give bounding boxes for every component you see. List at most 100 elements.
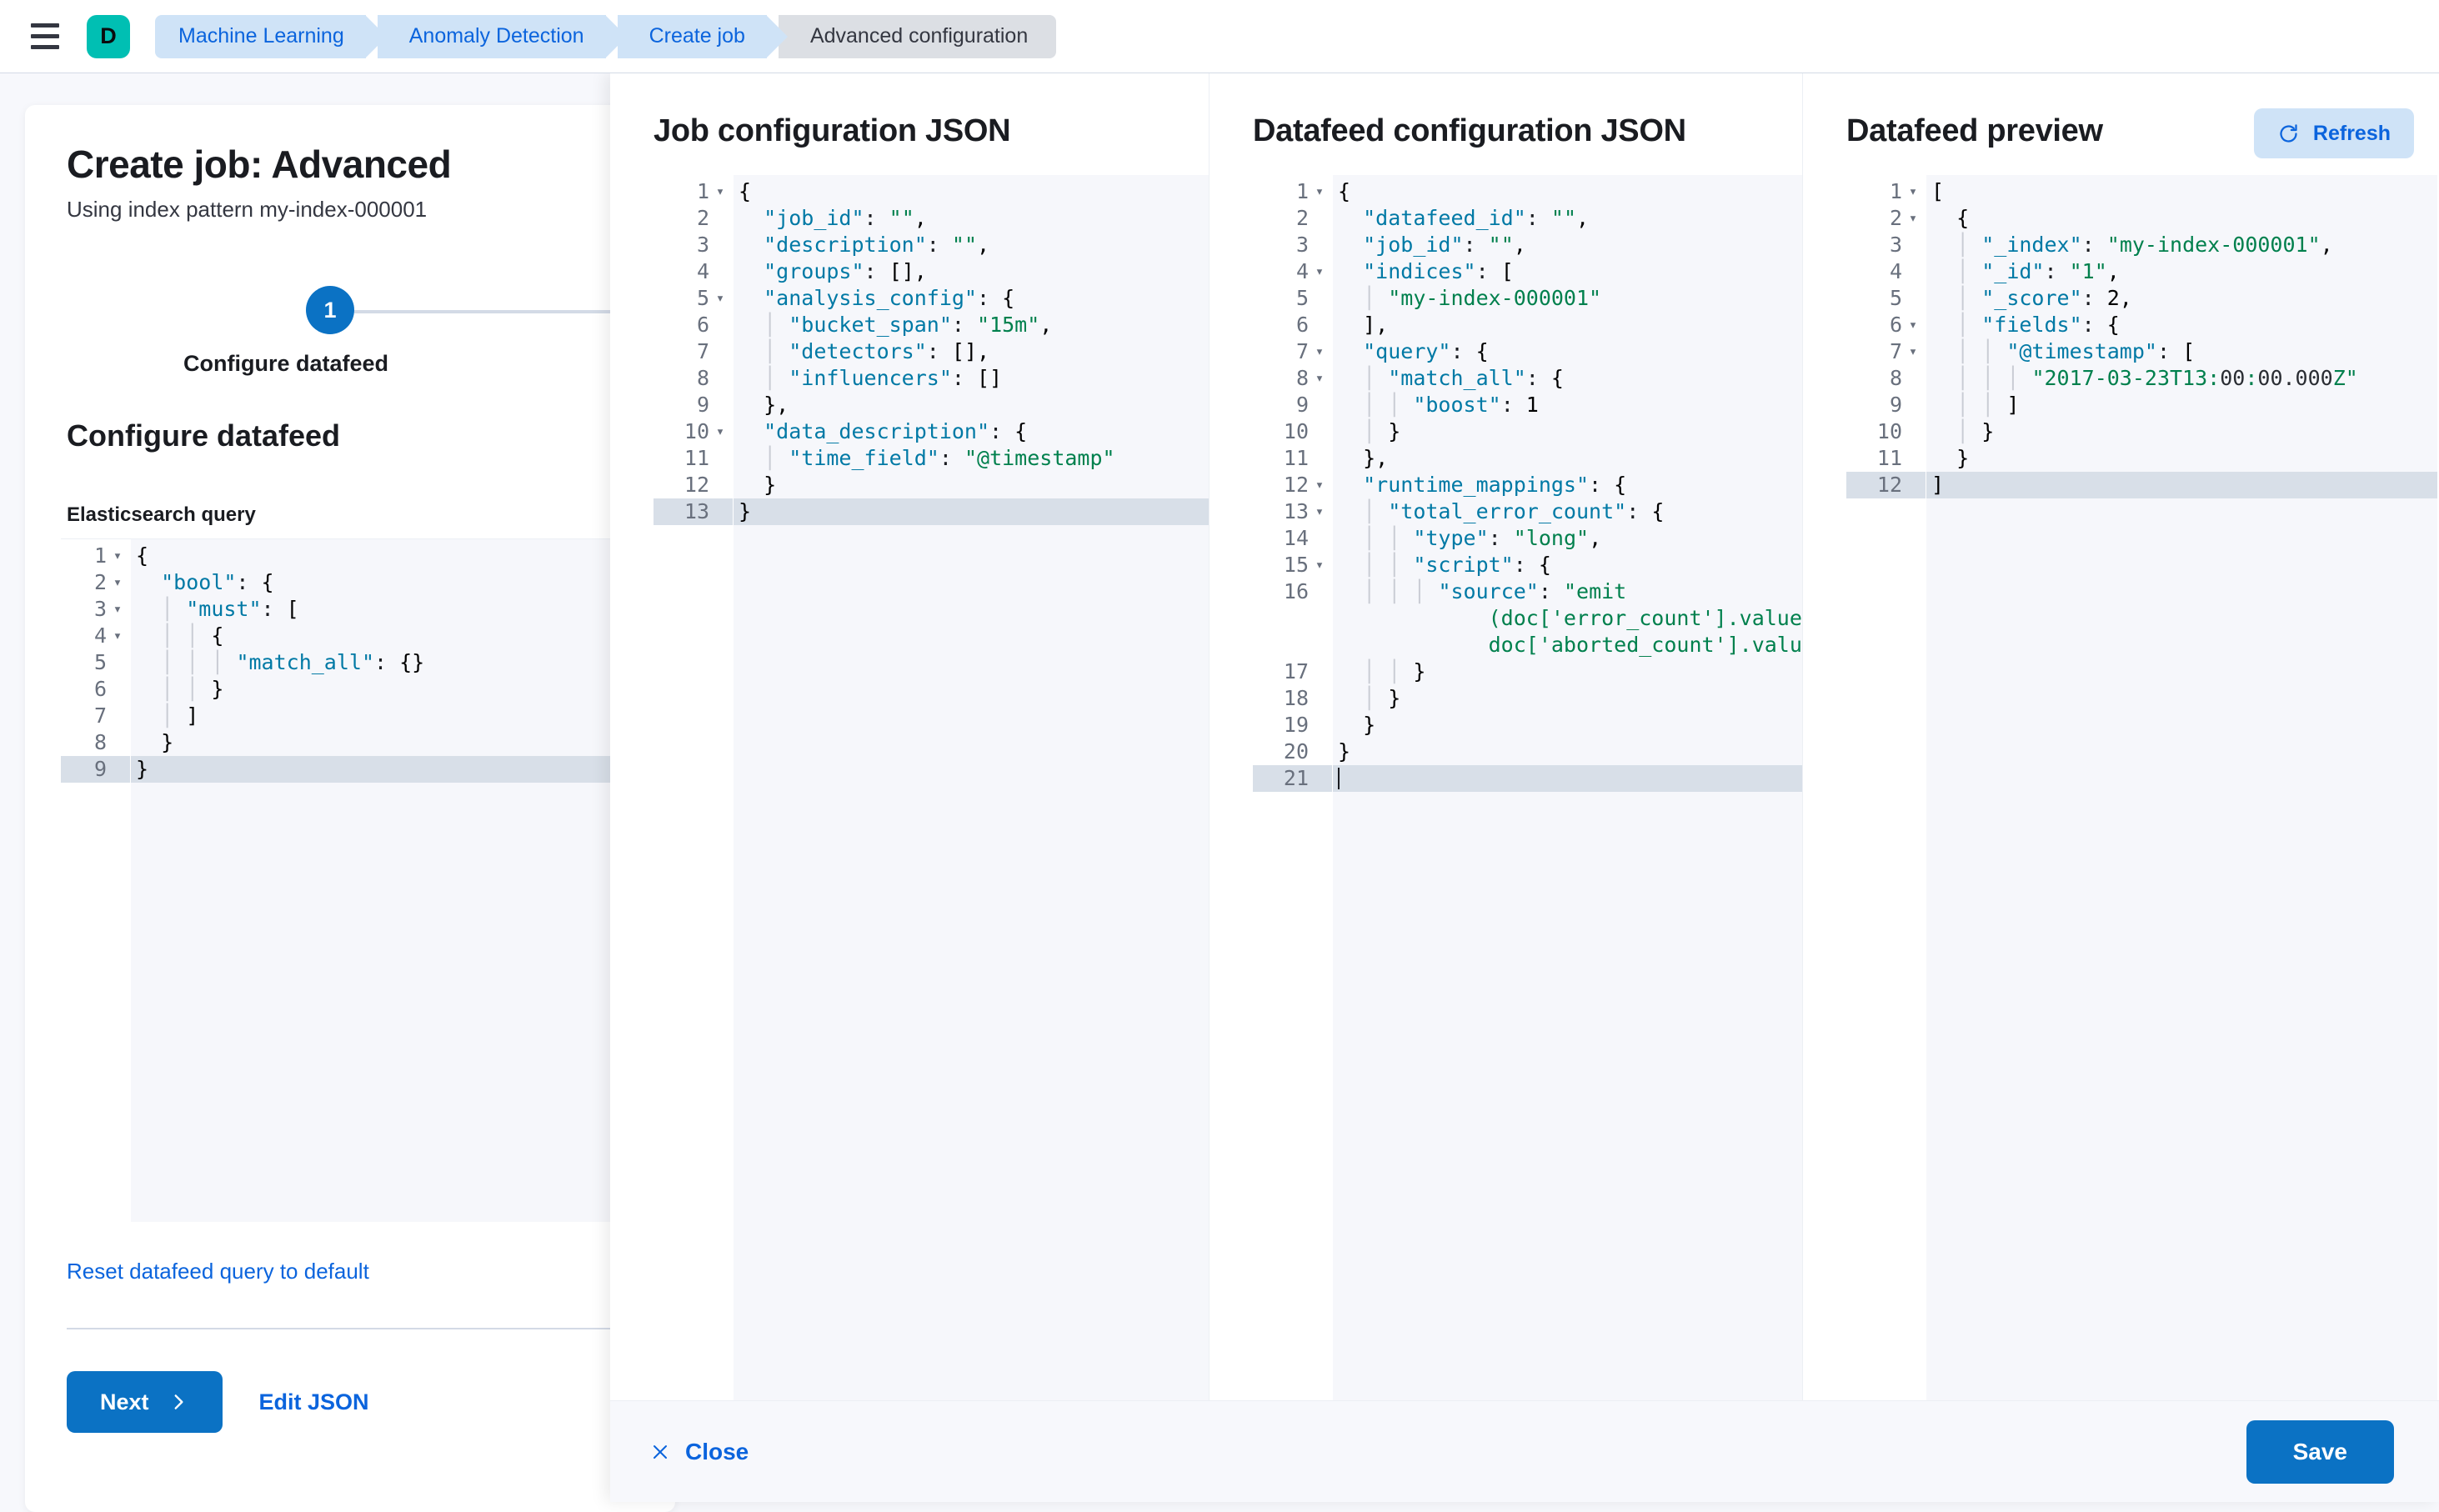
gutter-line: 2 bbox=[1295, 206, 1309, 230]
code-line: │ "influencers": [] bbox=[764, 366, 1003, 390]
gutter-line: 4▾ bbox=[93, 623, 123, 648]
datafeed-configuration-title: Datafeed configuration JSON bbox=[1253, 113, 1686, 148]
space-avatar[interactable]: D bbox=[87, 14, 130, 58]
reset-datafeed-query-link[interactable]: Reset datafeed query to default bbox=[67, 1259, 369, 1284]
fold-toggle-icon[interactable]: ▾ bbox=[1908, 316, 1918, 333]
close-button-label: Close bbox=[685, 1438, 749, 1464]
code-line: ] bbox=[1926, 472, 2437, 498]
gutter-line: 18 bbox=[1283, 686, 1309, 710]
code-line: "groups": [], bbox=[764, 259, 927, 283]
fold-toggle-icon[interactable]: ▾ bbox=[715, 183, 725, 200]
column-header: Datafeed configuration JSON bbox=[1253, 113, 1802, 175]
code-line: │ "time_field": "@timestamp" bbox=[764, 446, 1115, 470]
gutter-line: 3 bbox=[1295, 233, 1309, 257]
code-line: │ "must": [ bbox=[161, 597, 299, 621]
left-panel-actions: Next Edit JSON bbox=[67, 1371, 675, 1433]
fold-toggle-icon[interactable]: ▾ bbox=[1315, 556, 1325, 573]
code-line: { bbox=[739, 179, 752, 203]
code-line: } bbox=[1338, 739, 1351, 764]
refresh-button[interactable]: Refresh bbox=[2253, 108, 2414, 158]
fold-toggle-icon[interactable]: ▾ bbox=[1315, 183, 1325, 200]
flyout-footer: Close Save bbox=[610, 1400, 2439, 1502]
fold-toggle-icon[interactable]: ▾ bbox=[715, 423, 725, 440]
code-line: │ "detectors": [], bbox=[764, 339, 990, 363]
fold-toggle-icon[interactable]: ▾ bbox=[113, 627, 123, 644]
fold-toggle-icon[interactable]: ▾ bbox=[1315, 343, 1325, 360]
gutter-line: 17 bbox=[1283, 659, 1309, 683]
editor-code-area[interactable]: { "job_id": "", "description": "", "grou… bbox=[734, 175, 1209, 1400]
save-button[interactable]: Save bbox=[2246, 1419, 2394, 1484]
step-number-badge: 1 bbox=[306, 286, 354, 334]
gutter-line: 3 bbox=[1889, 233, 1902, 257]
gutter-line: 10 bbox=[1283, 419, 1309, 443]
fold-toggle-icon[interactable]: ▾ bbox=[715, 289, 725, 307]
section-heading: Configure datafeed bbox=[67, 418, 341, 453]
fold-toggle-icon[interactable]: ▾ bbox=[1315, 476, 1325, 493]
gutter-line: 6 bbox=[696, 313, 709, 337]
code-line: │ "_index": "my-index-000001", bbox=[1956, 233, 2333, 257]
gutter-line: 7▾ bbox=[1295, 339, 1325, 363]
fold-toggle-icon[interactable]: ▾ bbox=[1908, 343, 1918, 360]
column-header: Datafeed preview Refresh bbox=[1846, 108, 2437, 175]
fold-toggle-icon[interactable]: ▾ bbox=[1908, 209, 1918, 227]
editor-code-area[interactable]: { "datafeed_id": "", "job_id": "", "indi… bbox=[1333, 175, 1802, 1400]
gutter-line: 1▾ bbox=[1295, 179, 1325, 203]
gutter-line: 8 bbox=[1889, 366, 1902, 390]
breadcrumb-item-create-job[interactable]: Create job bbox=[617, 14, 789, 58]
fold-toggle-icon[interactable]: ▾ bbox=[113, 600, 123, 618]
fold-toggle-icon[interactable]: ▾ bbox=[1315, 503, 1325, 520]
step-connector-line bbox=[354, 310, 675, 313]
code-line: ], bbox=[1363, 313, 1389, 337]
code-line: │ "bucket_span": "15m", bbox=[764, 313, 1053, 337]
edit-json-button[interactable]: Edit JSON bbox=[258, 1389, 369, 1414]
code-line: │ "_id": "1", bbox=[1956, 259, 2120, 283]
refresh-button-label: Refresh bbox=[2312, 121, 2391, 145]
fold-toggle-icon[interactable]: ▾ bbox=[1315, 263, 1325, 280]
gutter-line: 12 bbox=[1846, 472, 1926, 498]
fold-toggle-icon[interactable]: ▾ bbox=[1315, 369, 1325, 387]
gutter-line: 11 bbox=[684, 446, 709, 470]
code-line: "analysis_config": { bbox=[764, 286, 1015, 310]
breadcrumb: Machine Learning Anomaly Detection Creat… bbox=[155, 14, 1057, 58]
hamburger-icon[interactable] bbox=[22, 13, 68, 60]
code-line: "datafeed_id": "", bbox=[1363, 206, 1590, 230]
fold-toggle-icon[interactable]: ▾ bbox=[113, 547, 123, 564]
gutter-line: 14 bbox=[1283, 526, 1309, 550]
code-line: │ "total_error_count": { bbox=[1363, 499, 1665, 523]
gutter-line: 10 bbox=[1876, 419, 1902, 443]
code-line: { bbox=[1956, 206, 1970, 230]
code-line: │ │ } bbox=[1363, 659, 1426, 683]
gutter-line: 7 bbox=[696, 339, 709, 363]
gutter-line: 8▾ bbox=[1295, 366, 1325, 390]
code-line: │ "_score": 2, bbox=[1956, 286, 2132, 310]
fold-toggle-icon[interactable]: ▾ bbox=[1908, 183, 1918, 200]
chevron-right-icon bbox=[168, 1391, 189, 1413]
next-button[interactable]: Next bbox=[67, 1371, 223, 1433]
editor-code-area[interactable]: [ { │ "_index": "my-index-000001", │ "_i… bbox=[1926, 175, 2437, 1400]
gutter-line: 2 bbox=[696, 206, 709, 230]
column-header: Job configuration JSON bbox=[654, 113, 1209, 175]
code-line: │ } bbox=[1363, 686, 1401, 710]
code-line: "job_id": "", bbox=[764, 206, 927, 230]
close-button[interactable]: Close bbox=[650, 1439, 749, 1465]
breadcrumb-item-machine-learning[interactable]: Machine Learning bbox=[155, 14, 387, 58]
page-subtitle: Using index pattern my-index-000001 bbox=[67, 197, 428, 222]
code-line: }, bbox=[1363, 446, 1389, 470]
divider bbox=[67, 1328, 650, 1329]
editor-code-area[interactable]: { "bool": { │ "must": [ │ │ { │ │ │ "mat… bbox=[131, 539, 675, 1222]
gutter-line: 11 bbox=[1876, 446, 1902, 470]
top-chrome-bar: D Machine Learning Anomaly Detection Cre… bbox=[0, 0, 2439, 73]
breadcrumb-item-anomaly-detection[interactable]: Anomaly Detection bbox=[377, 14, 627, 58]
fold-toggle-icon[interactable]: ▾ bbox=[113, 573, 123, 591]
code-line: │ │ │ "match_all": {} bbox=[161, 650, 425, 674]
code-line: "data_description": { bbox=[764, 419, 1028, 443]
